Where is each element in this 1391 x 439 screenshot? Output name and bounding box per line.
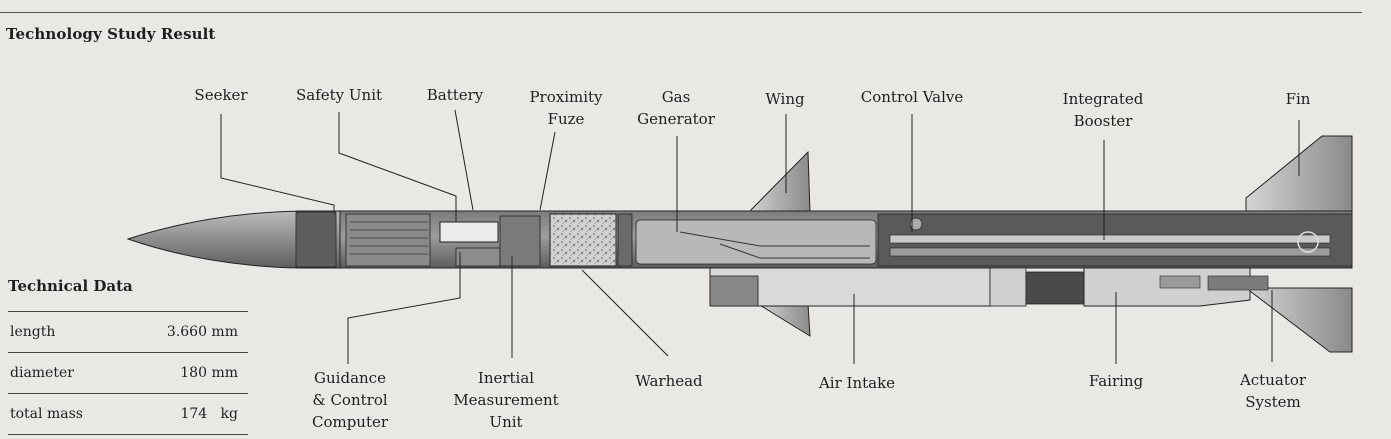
row-key: length <box>10 324 56 340</box>
label-air-intake: Air Intake <box>818 374 896 392</box>
row-value: 180 mm <box>180 365 238 381</box>
label-fin: Fin <box>1285 90 1311 108</box>
label-safety-unit: Safety Unit <box>295 86 383 104</box>
label-seeker: Seeker <box>194 86 248 104</box>
table-row: diameter 180 mm <box>8 353 248 394</box>
label-proximity-fuze: Proximity Fuze <box>529 88 603 128</box>
row-key: diameter <box>10 365 74 381</box>
label-integrated-booster: Integrated Booster <box>1062 90 1144 130</box>
technical-data-table: Technical Data length 3.660 mm diameter … <box>8 275 248 435</box>
battery-block <box>439 221 499 243</box>
upper-wing <box>746 150 811 214</box>
label-gas-generator: Gas Generator <box>637 88 715 128</box>
top-rule <box>0 12 1362 13</box>
row-value: 174 kg <box>180 406 238 422</box>
label-inertial-unit: Inertial Measurement Unit <box>453 369 559 431</box>
label-fairing: Fairing <box>1088 372 1144 390</box>
label-control-valve: Control Valve <box>860 88 964 106</box>
page-heading: Technology Study Result <box>6 25 216 43</box>
label-actuator-system: Actuator System <box>1239 371 1307 411</box>
table-row: length 3.660 mm <box>8 312 248 353</box>
label-battery: Battery <box>426 86 484 104</box>
label-wing: Wing <box>765 90 805 108</box>
lower-wing <box>756 303 811 337</box>
label-warhead: Warhead <box>635 372 703 390</box>
table-row: total mass 174 kg <box>8 394 248 435</box>
table-top-rule <box>8 311 248 312</box>
technical-data-title: Technical Data <box>8 277 133 295</box>
lower-fin <box>1244 287 1353 353</box>
row-key: total mass <box>10 406 83 422</box>
warhead-block <box>549 213 617 267</box>
label-guidance-computer: Guidance & Control Computer <box>311 369 389 431</box>
row-value: 3.660 mm <box>166 324 238 340</box>
